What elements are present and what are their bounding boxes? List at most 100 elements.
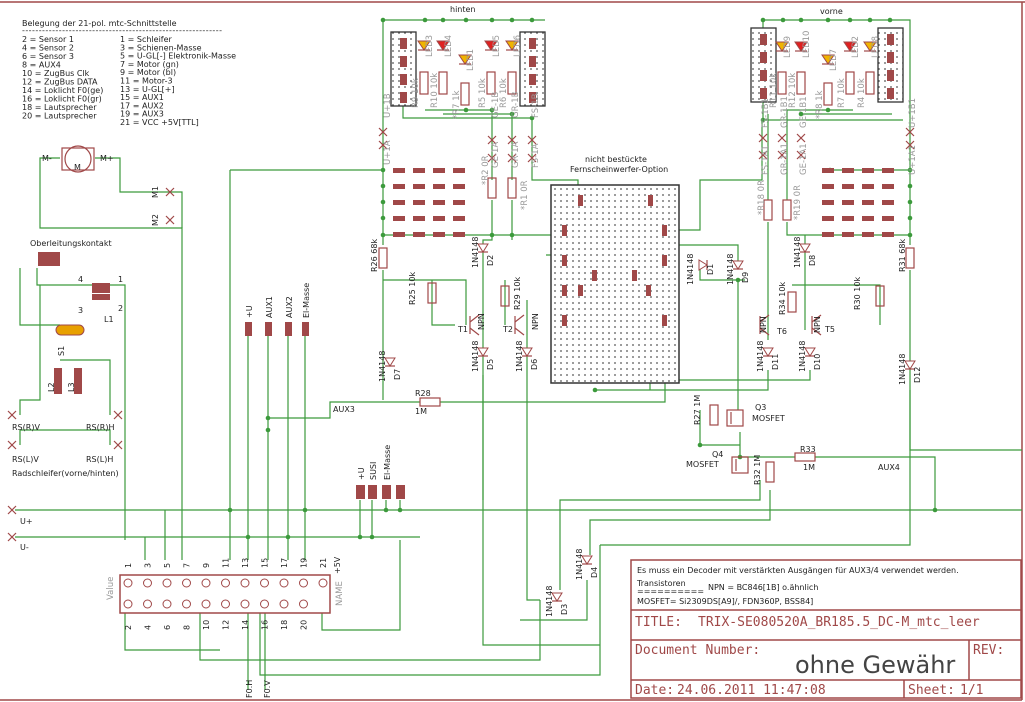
coil-pin-3: 3 — [78, 306, 83, 315]
junction-dot — [380, 199, 386, 205]
junction-dot — [798, 111, 804, 117]
resistor: R9 10k — [411, 71, 429, 108]
jumper-label: FS-1A — [531, 143, 541, 168]
connector-pin-label: 21 — [319, 558, 328, 568]
legend-odd-pin: 1 = Schleifer — [120, 35, 173, 44]
connector-pin — [221, 599, 230, 609]
connector-pin — [260, 599, 269, 609]
resistor — [905, 247, 915, 269]
legend-title: Belegung der 21-pol. mtc-Schnittstelle — [22, 19, 177, 28]
jumper-pad — [453, 216, 465, 221]
resistor: R11 10k — [769, 71, 787, 108]
wire-break-x-icon — [378, 140, 388, 150]
resistor-label: R7 10k — [837, 78, 847, 108]
solder-pad — [400, 38, 407, 49]
note-underline: ========== — [637, 587, 704, 596]
jumper-pad — [433, 184, 445, 189]
function-pad: AUX1 — [265, 296, 274, 336]
date-label: Date: — [635, 683, 674, 698]
junction-dot — [907, 232, 913, 238]
legend-even-pin: 12 = ZugBus DATA — [22, 78, 98, 87]
legend-odd-pin: 11 = Motor-3 — [120, 77, 173, 86]
r32-label: R32 1M — [753, 455, 762, 485]
led-icon: LED2 — [843, 36, 861, 58]
jumper-label: GE-1B1 — [799, 96, 809, 128]
connector-pin-label: 19 — [300, 558, 309, 568]
diode-label: D10 — [813, 354, 822, 370]
coil-l2 — [54, 368, 62, 394]
resistor — [787, 291, 797, 313]
diode-type: 1N4148 — [575, 549, 584, 580]
wire-break-x-icon — [113, 440, 123, 450]
junction-dot — [847, 17, 853, 23]
junction-dot — [380, 183, 386, 189]
jumper-pad — [842, 232, 854, 237]
function-pad-label: AUX2 — [285, 296, 294, 318]
coil-pin-1: 1 — [118, 275, 123, 284]
m1-label: M1 — [151, 186, 160, 198]
diode-type: 1N4148 — [378, 351, 387, 382]
jumper-pad — [393, 168, 405, 173]
r1-label: *R1 0R — [520, 180, 530, 210]
diode-type: 1N4148 — [793, 237, 802, 268]
jumper-pad — [822, 232, 834, 237]
jumper-pad — [862, 216, 874, 221]
mosfet-icon — [726, 409, 744, 427]
led-label: LED2 — [851, 36, 861, 58]
npn-transistor-icon — [469, 314, 480, 336]
connector-pin-label: 8 — [183, 625, 192, 630]
diode-label: D12 — [913, 367, 922, 383]
resistor — [507, 177, 517, 199]
wire-break-x-icon — [487, 135, 497, 145]
wire-break-x-icon — [527, 135, 537, 145]
wire-break-x-icon — [796, 150, 806, 160]
coil-pin-4: 4 — [78, 275, 83, 284]
connector-pin-label: 17 — [280, 558, 289, 568]
legend-separator: ----------------------------------------… — [22, 26, 222, 35]
r33-value: 1M — [803, 463, 815, 472]
susi-pad-label: +U — [357, 467, 366, 480]
junction-dot — [397, 507, 403, 513]
jumper-label: GR-1A — [511, 141, 521, 168]
connector-pin-label: 12 — [222, 620, 231, 630]
jumper-pad — [413, 168, 425, 173]
resistor — [763, 199, 773, 221]
diode-label: D1 — [706, 264, 715, 275]
jumper-pad — [393, 216, 405, 221]
junction-dot — [265, 415, 271, 421]
jumper-pad — [413, 184, 425, 189]
connector-pin-label: 4 — [144, 625, 153, 630]
junction-dot — [357, 534, 363, 540]
resistor — [765, 461, 775, 483]
resistor: R7 10k — [837, 71, 855, 108]
wire-break-x-icon — [507, 135, 517, 145]
option-pad — [662, 315, 667, 326]
t1-label: T1 — [457, 325, 468, 334]
wire-break-x-icon — [165, 215, 175, 225]
solder-pad — [760, 88, 767, 99]
connector-pin — [182, 599, 191, 609]
transistors — [469, 314, 822, 474]
npn-transistor-icon — [514, 314, 525, 336]
wire-break-x-icon — [165, 187, 175, 197]
resistor-label: R12 10k — [788, 73, 798, 108]
diode-type: 1N4148 — [471, 341, 480, 372]
connector-pin — [123, 578, 133, 588]
connector-pin — [240, 578, 250, 588]
wire-break-x-icon — [487, 153, 497, 163]
led-icon: LED6 — [505, 35, 523, 57]
front-heading: vorne — [820, 7, 843, 16]
wire-break-x-icon — [796, 133, 806, 143]
resistor-label: R9 10k — [411, 78, 421, 108]
junction-dot — [887, 17, 893, 23]
junction-dot — [369, 534, 375, 540]
f0v-net-label: F0.V — [263, 680, 272, 698]
jumper-pad — [413, 216, 425, 221]
jumper-pad — [433, 200, 445, 205]
option-pad — [646, 285, 651, 296]
solder-pad — [887, 88, 894, 99]
note-aux-outputs: Es muss ein Decoder mit verstärkten Ausg… — [637, 566, 959, 575]
resistor — [875, 285, 885, 307]
